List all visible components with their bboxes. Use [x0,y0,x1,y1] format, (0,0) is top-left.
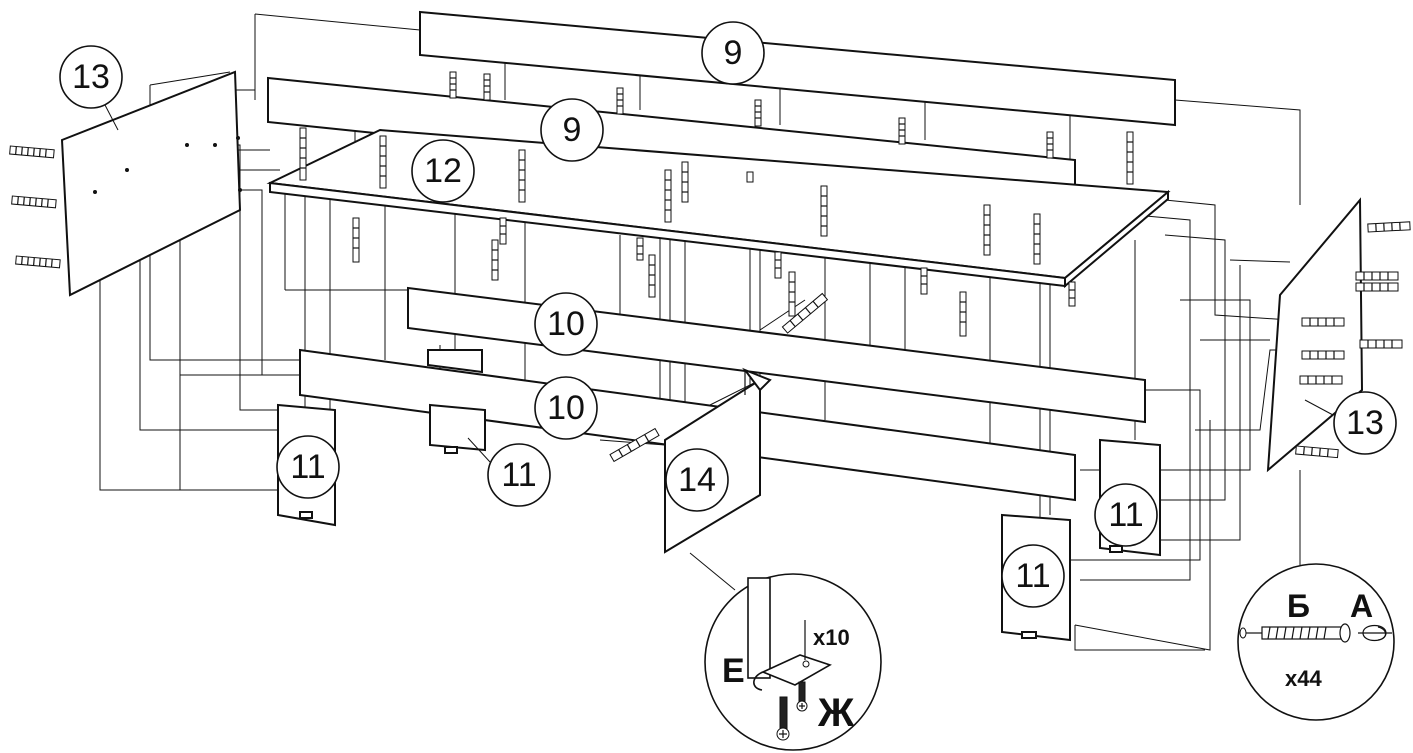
part-number-label: 14 [678,461,716,499]
callout-11-c: 11 [1094,483,1158,547]
callout-10-top: 10 [534,292,598,356]
callout-9-middle: 9 [540,98,604,162]
callout-11-b: 11 [487,443,551,507]
detail-screw: Б А x44 [1237,563,1395,721]
part-number-label: 12 [424,152,462,190]
confirmat-screw-icon [1239,623,1351,643]
label-b: Б [1287,588,1310,624]
dowel-icon [1358,624,1392,642]
label-a: А [1350,588,1373,624]
screw-quantity: x44 [1285,666,1322,691]
corner-bracket-icon [747,577,832,741]
part-number-label: 11 [1108,496,1143,534]
part-number-label: 11 [290,448,325,486]
part-number-label: 11 [1015,557,1050,595]
part-number-label: 9 [563,111,582,149]
callout-11-d: 11 [1001,544,1065,608]
rear-board-9-top [419,10,1176,127]
part-number-label: 13 [1346,404,1384,442]
label-zh: Ж [817,691,855,735]
detail-bracket: x10 Е Ж [704,573,882,751]
callout-13-right: 13 [1333,391,1397,455]
side-panel-right [1266,197,1364,473]
bracket-quantity: x10 [813,625,850,650]
side-panel-left [60,70,242,297]
callout-11-a: 11 [276,435,340,499]
confirmat-screw-icon [9,145,1411,463]
part-number-label: 11 [501,456,536,494]
callout-10-bottom: 10 [534,376,598,440]
callout-12: 12 [411,139,475,203]
leg-11-b [429,403,486,454]
callout-9-top: 9 [701,21,765,85]
part-number-label: 10 [547,389,585,427]
part-number-label: 9 [724,34,743,72]
part-number-label: 13 [72,58,110,96]
label-e: Е [722,652,745,690]
callout-14: 14 [665,448,729,512]
part-number-label: 10 [547,305,585,343]
callout-13-left: 13 [59,45,123,109]
vertical-screws [299,71,1134,337]
shelf-board-12 [266,128,1171,289]
